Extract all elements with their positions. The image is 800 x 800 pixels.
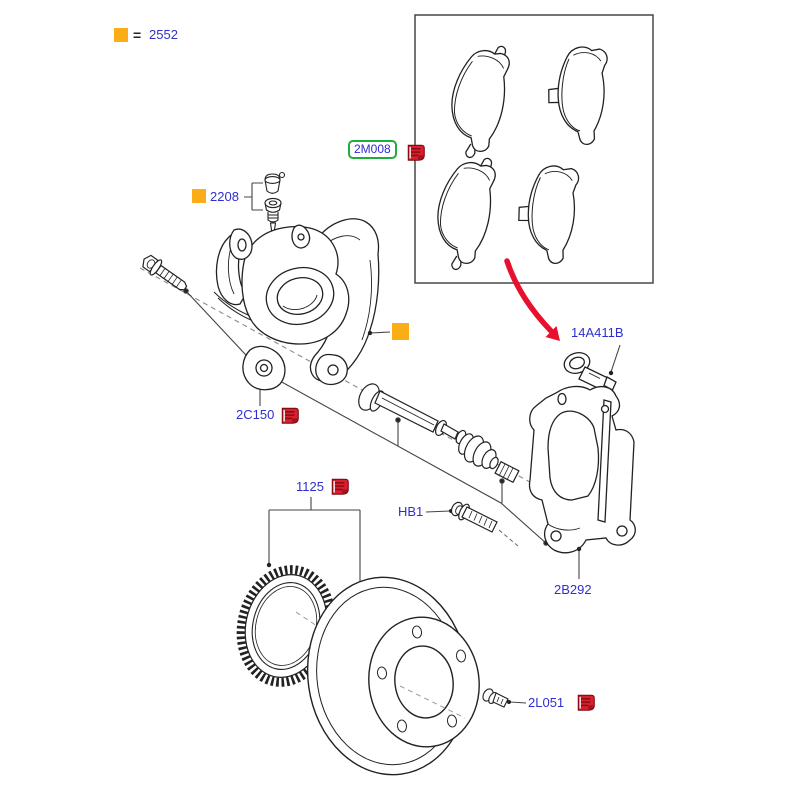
service-flag-icon[interactable]	[575, 692, 597, 714]
label-bleed-screw-kit[interactable]: 2208	[210, 189, 239, 204]
disc-screw-drawing	[482, 688, 527, 708]
label-wear-sensor[interactable]: 14A411B	[571, 325, 624, 340]
label-anchor-bracket[interactable]: 2B292	[554, 582, 592, 597]
service-flag-icon[interactable]	[405, 142, 427, 164]
legend-equals: =	[133, 27, 142, 43]
bleed-screw-drawing	[244, 171, 286, 257]
guide-pin-drawing	[358, 383, 520, 483]
guide-bolt-drawing	[142, 254, 188, 291]
label-hub-kit[interactable]: 1125	[296, 479, 324, 494]
hub-bolt-drawing	[425, 501, 519, 547]
red-arrow	[504, 258, 560, 341]
service-flag-icon[interactable]	[329, 476, 351, 498]
service-flag-icon[interactable]	[279, 405, 301, 427]
label-disc-screw[interactable]: 2L051	[528, 695, 565, 710]
label-hub-bolt[interactable]: HB1	[398, 504, 424, 519]
wear-sensor-drawing	[563, 344, 621, 392]
legend-swatch-orange	[114, 28, 128, 42]
bleed-screw-marker-swatch	[192, 189, 206, 203]
label-brake-pad-kit[interactable]: 2M008	[348, 140, 397, 159]
caliper-drawing	[213, 218, 391, 391]
legend-part-number[interactable]: 2552	[149, 27, 178, 42]
brake-disc-drawing	[306, 576, 480, 776]
anchor-bracket-drawing	[528, 385, 636, 579]
label-guide-pin-kit[interactable]: 2C150	[236, 407, 275, 422]
leader-lines	[183, 288, 549, 546]
caliper-marker-swatch	[392, 323, 409, 340]
